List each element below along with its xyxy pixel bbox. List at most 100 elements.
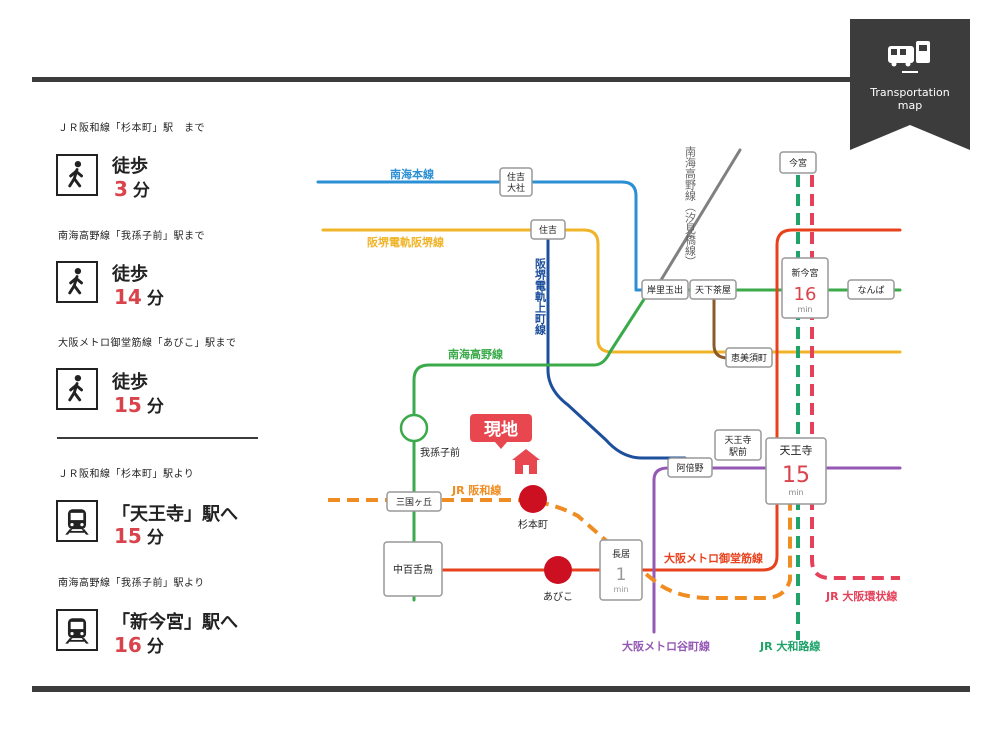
station-tennoji-ekimae: 天王寺 駅前 [714, 429, 762, 461]
walk-nankai-unit: 分 [146, 289, 164, 309]
train-tennoji-minutes: 15 [114, 524, 142, 548]
shinimamiya-unit: min [797, 305, 812, 314]
label-nankai-koya: 南海高野線 [448, 347, 503, 361]
train-shinimamiya-caption: 南海高野線「我孫子前」駅より [58, 578, 205, 589]
walk-metro-unit: 分 [146, 397, 164, 417]
train-tennoji-unit: 分 [146, 528, 164, 548]
line-jr-hanwa [328, 480, 792, 600]
label-jr-loop: JR 大阪環状線 [825, 589, 897, 603]
station-mikunigaoka: 三国ヶ丘 [386, 491, 442, 512]
line-uemachi [546, 228, 687, 460]
line-nankai-main [316, 180, 660, 292]
svg-text:恵美須町: 恵美須町 [731, 352, 767, 364]
station-abikomae: 我孫子前 [399, 413, 460, 459]
station-abeno: 阿倍野 [667, 457, 713, 478]
badge-line1: Transportation [870, 86, 950, 99]
top-rule [32, 77, 970, 82]
train-bus-icon [888, 41, 930, 73]
station-sumiyoshi-taisha-label-2: 大社 [507, 182, 525, 194]
station-imamiya: 今宮 [779, 151, 817, 174]
site-label: 現地 [484, 419, 518, 440]
nagai-unit: min [613, 585, 628, 594]
svg-text:杉本町: 杉本町 [518, 518, 548, 531]
walking-person-icon [56, 261, 98, 303]
svg-text:新今宮: 新今宮 [791, 267, 818, 279]
station-tennoji-ekimae-label-2: 駅前 [729, 446, 747, 458]
station-tengachaya: 天下茶屋 [689, 279, 737, 300]
tennoji-time: 15 [782, 463, 810, 488]
label-nankai-main: 南海本線 [390, 167, 434, 181]
train-shinimamiya-unit: 分 [146, 637, 164, 657]
walk-nankai-mode: 徒歩 [112, 264, 148, 285]
label-jr-hanwa: JR 阪和線 [451, 483, 501, 497]
station-tennoji: 天王寺 15 min [765, 437, 827, 505]
svg-text:あびこ: あびこ [543, 591, 573, 603]
walk-jr-unit: 分 [132, 181, 150, 201]
svg-text:三国ヶ丘: 三国ヶ丘 [396, 497, 432, 508]
bottom-rule [32, 686, 970, 692]
station-sumiyoshi-taisha-label-1: 住吉 [507, 171, 525, 183]
svg-text:我孫子前: 我孫子前 [420, 446, 460, 459]
station-sumiyoshi-taisha: 住吉 大社 [499, 167, 533, 197]
line-midosuji [438, 228, 902, 572]
station-sumiyoshi: 住吉 [530, 219, 566, 240]
svg-text:長居: 長居 [612, 549, 630, 560]
station-namba: なんば [847, 279, 895, 300]
walk-jr-caption: ＪＲ阪和線「杉本町」駅 まで [58, 123, 205, 134]
line-shiomibashi [653, 148, 742, 292]
station-shinimamiya: 新今宮 16 min [781, 257, 829, 319]
station-nagai: 長居 1 min [599, 539, 643, 601]
train-icon [56, 609, 98, 651]
station-tennoji-ekimae-label-1: 天王寺 [724, 435, 751, 446]
badge-label: Transportation map [850, 86, 970, 112]
svg-text:天下茶屋: 天下茶屋 [695, 284, 731, 296]
svg-text:今宮: 今宮 [789, 157, 807, 169]
label-shiomibashi: 南海高野線（汐見橋線） [684, 146, 697, 267]
svg-text:阿倍野: 阿倍野 [676, 462, 703, 474]
transportation-badge [850, 19, 970, 150]
train-tennoji-caption: ＪＲ阪和線「杉本町」駅より [58, 469, 195, 480]
walk-nankai-minutes: 14 [114, 285, 142, 309]
walking-person-icon [56, 368, 98, 410]
walk-metro-mode: 徒歩 [112, 372, 148, 393]
station-abiko: あびこ [543, 556, 573, 603]
walk-metro-minutes: 15 [114, 393, 142, 417]
station-ebisucho: 恵美須町 [725, 347, 773, 368]
walk-jr-minutes: 3 [114, 177, 128, 201]
label-tanimachi: 大阪メトロ谷町線 [622, 639, 710, 653]
label-midosuji: 大阪メトロ御堂筋線 [664, 551, 763, 565]
train-tennoji-mode: 「天王寺」駅へ [112, 504, 238, 525]
station-sugimotocho: 杉本町 [518, 485, 548, 531]
shinimamiya-time: 16 [794, 284, 817, 305]
tennoji-unit: min [788, 488, 803, 497]
svg-text:住吉: 住吉 [539, 224, 557, 236]
line-nankai-koya [412, 288, 902, 602]
train-icon [56, 500, 98, 542]
svg-text:岸里玉出: 岸里玉出 [647, 284, 683, 296]
svg-text:なんば: なんば [857, 285, 884, 296]
svg-text:中百舌鳥: 中百舌鳥 [393, 563, 433, 576]
label-uemachi: 阪堺電軌上町線 [534, 257, 547, 336]
train-shinimamiya-minutes: 16 [114, 633, 142, 657]
site-marker: 現地 [470, 414, 540, 474]
nagai-time: 1 [616, 565, 627, 585]
station-kishinosato: 岸里玉出 [641, 279, 689, 300]
house-icon [512, 449, 540, 474]
walk-nankai-caption: 南海高野線「我孫子前」駅まで [58, 231, 205, 242]
badge-line2: map [897, 99, 923, 112]
panel-divider [57, 437, 258, 439]
walk-metro-caption: 大阪メトロ御堂筋線「あびこ」駅まで [58, 338, 237, 349]
label-hankai: 阪堺電軌阪堺線 [367, 235, 444, 249]
label-jr-yamatoji: JR 大和路線 [759, 639, 820, 653]
walk-jr-mode: 徒歩 [112, 156, 148, 177]
line-hankai [321, 228, 902, 354]
walking-person-icon [56, 154, 98, 196]
train-shinimamiya-mode: 「新今宮」駅へ [112, 612, 238, 633]
svg-text:天王寺: 天王寺 [780, 444, 813, 457]
